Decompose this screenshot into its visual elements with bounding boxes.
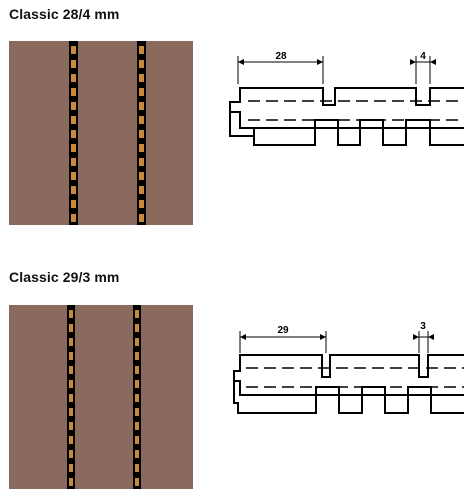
joint-insert-segment [139,116,144,124]
joint-insert-segment [139,88,144,96]
joint-insert-segment [135,366,139,374]
joint-insert-segment [135,408,139,416]
joint-insert-segment [139,60,144,68]
joint-insert-segment [69,338,73,346]
profile-top-outline [233,354,464,396]
joint-insert-segment [139,74,144,82]
dimension-label-gap: 3 [420,321,426,332]
profile-drawing-classic-28-4: 28 4 [229,51,464,146]
joint-insert-segment [139,186,144,194]
dimension-label-gap: 4 [420,51,426,62]
joint-insert-segment [69,324,73,332]
joint-insert-segment [135,450,139,458]
material-swatch-classic-29-3 [9,305,193,489]
joint-insert-segment [69,436,73,444]
joint-insert-segment [135,478,139,486]
joint-insert-segment [135,422,139,430]
joint-insert-segment [69,394,73,402]
joint-insert-segment [135,310,139,318]
joint-insert-segment [135,352,139,360]
joint-insert-segment [71,102,76,110]
profile-bottom-outline [233,381,464,414]
profile-drawing-classic-29-3: 29 3 [233,321,464,414]
joint-insert-segment [71,200,76,208]
joint-insert-segment [69,422,73,430]
section-title-classic-29-3: Classic 29/3 mm [9,269,120,285]
joint-insert-segment [135,436,139,444]
joint-insert-segment [71,158,76,166]
joint-insert-segment [139,214,144,222]
joint-insert-segment [69,464,73,472]
joint-insert-segment [71,88,76,96]
joint-insert-segment [69,380,73,388]
joint-insert-segment [69,310,73,318]
joint-insert-segment [69,352,73,360]
joint-insert-segment [139,158,144,166]
joint-insert-segment [139,46,144,54]
joint-insert-segment [135,380,139,388]
joint-insert-segment [71,186,76,194]
joint-insert-segment [71,172,76,180]
joint-insert-segment [71,60,76,68]
joint-insert-segment [135,394,139,402]
joint-insert-segment [139,200,144,208]
joint-insert-segment [71,74,76,82]
joint-insert-segment [69,408,73,416]
joint-insert-segment [135,464,139,472]
joint-insert-segment [135,324,139,332]
board-surface [9,41,193,225]
joint-insert-segment [69,450,73,458]
joint-insert-segment [71,130,76,138]
joint-insert-segment [135,338,139,346]
dimension-label-board-width: 29 [277,325,289,336]
joint-insert-segment [71,46,76,54]
joint-insert-segment [71,144,76,152]
profile-top-outline [229,87,464,129]
joint-insert-segment [71,116,76,124]
joint-insert-segment [69,366,73,374]
section-title-classic-28-4: Classic 28/4 mm [9,6,120,22]
joint-insert-segment [139,130,144,138]
joint-insert-segment [139,172,144,180]
joint-insert-segment [139,144,144,152]
joint-insert-segment [69,478,73,486]
dimension-label-board-width: 28 [275,51,287,62]
board-surface [9,305,193,489]
joint-insert-segment [139,102,144,110]
joint-insert-segment [71,214,76,222]
material-swatch-classic-28-4 [9,41,193,225]
